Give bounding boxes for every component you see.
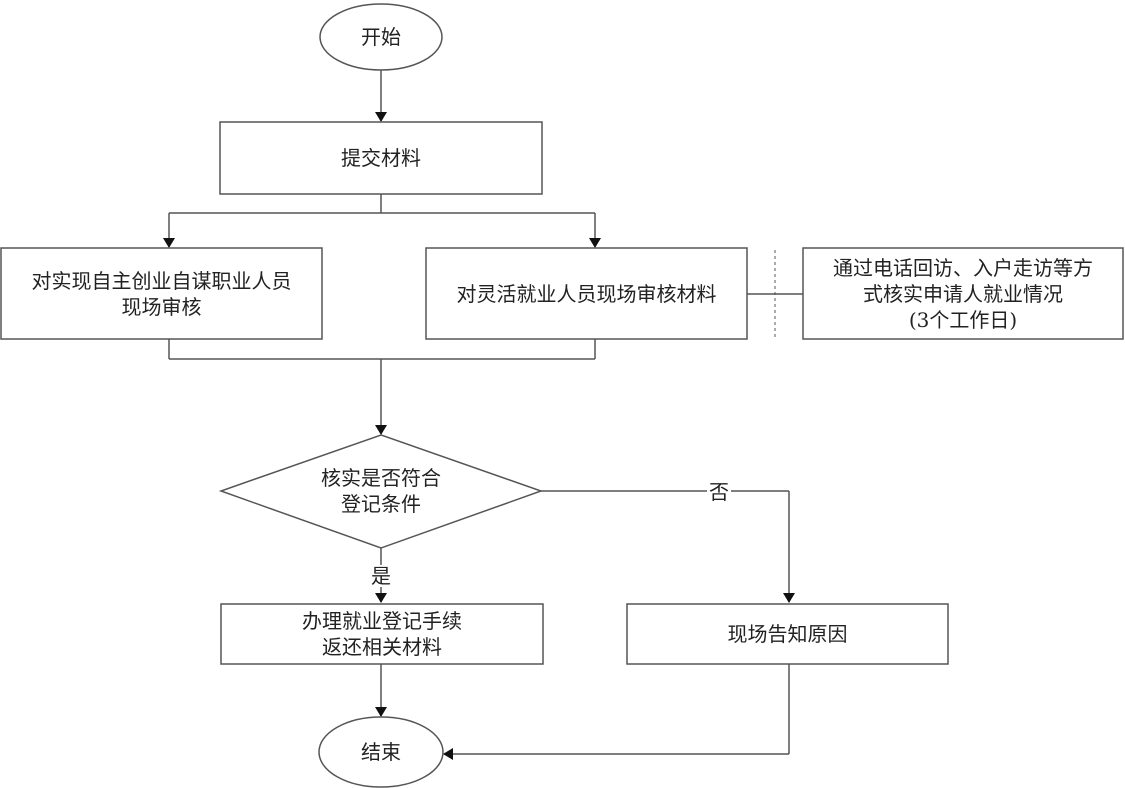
decision-node: 核实是否符合 登记条件 <box>261 462 501 520</box>
handle-registration-line-1: 办理就业登记手续 <box>302 609 462 633</box>
notify-reason-node: 现场告知原因 <box>627 604 948 664</box>
submit-node: 提交材料 <box>220 122 542 194</box>
verify-note-line-1: 通过电话回访、入户走访等方 <box>833 255 1093 280</box>
review-self-employed-line-1: 对实现自主创业自谋职业人员 <box>31 268 292 293</box>
handle-registration-node: 办理就业登记手续 返还相关材料 <box>221 604 543 664</box>
end-label: 结束 <box>361 740 401 764</box>
verify-note-line-2: 式核实申请人就业情况 <box>863 281 1063 306</box>
handle-registration-line-2: 返还相关材料 <box>322 635 442 659</box>
review-flexible-node: 对灵活就业人员现场审核材料 <box>426 248 747 339</box>
yes-branch-label: 是 <box>369 564 393 588</box>
review-flexible-shape <box>425 247 748 340</box>
review-self-employed-node: 对实现自主创业自谋职业人员 现场审核 <box>1 248 322 339</box>
decision-line-1: 核实是否符合 <box>321 466 441 490</box>
no-branch-label: 否 <box>707 480 731 504</box>
notify-reason-shape <box>626 603 949 665</box>
submit-label: 提交材料 <box>341 146 421 170</box>
verify-note-line-3: (3个工作日) <box>908 307 1018 332</box>
decision-line-2: 登记条件 <box>341 492 421 516</box>
review-self-employed-shape <box>0 247 323 340</box>
review-self-employed-line-2: 现场审核 <box>121 294 202 319</box>
start-label: 开始 <box>361 25 401 49</box>
start-node: 开始 <box>320 4 442 70</box>
end-node-shape <box>318 716 444 788</box>
review-flexible-label: 对灵活就业人员现场审核材料 <box>456 281 717 306</box>
handle-registration-shape <box>220 603 544 665</box>
submit-node-shape <box>219 121 543 195</box>
end-node: 结束 <box>319 717 443 787</box>
verify-note-shape <box>802 247 1124 340</box>
verify-note-node: 通过电话回访、入户走访等方 式核实申请人就业情况 (3个工作日) <box>803 248 1123 339</box>
notify-reason-label: 现场告知原因 <box>727 622 848 646</box>
